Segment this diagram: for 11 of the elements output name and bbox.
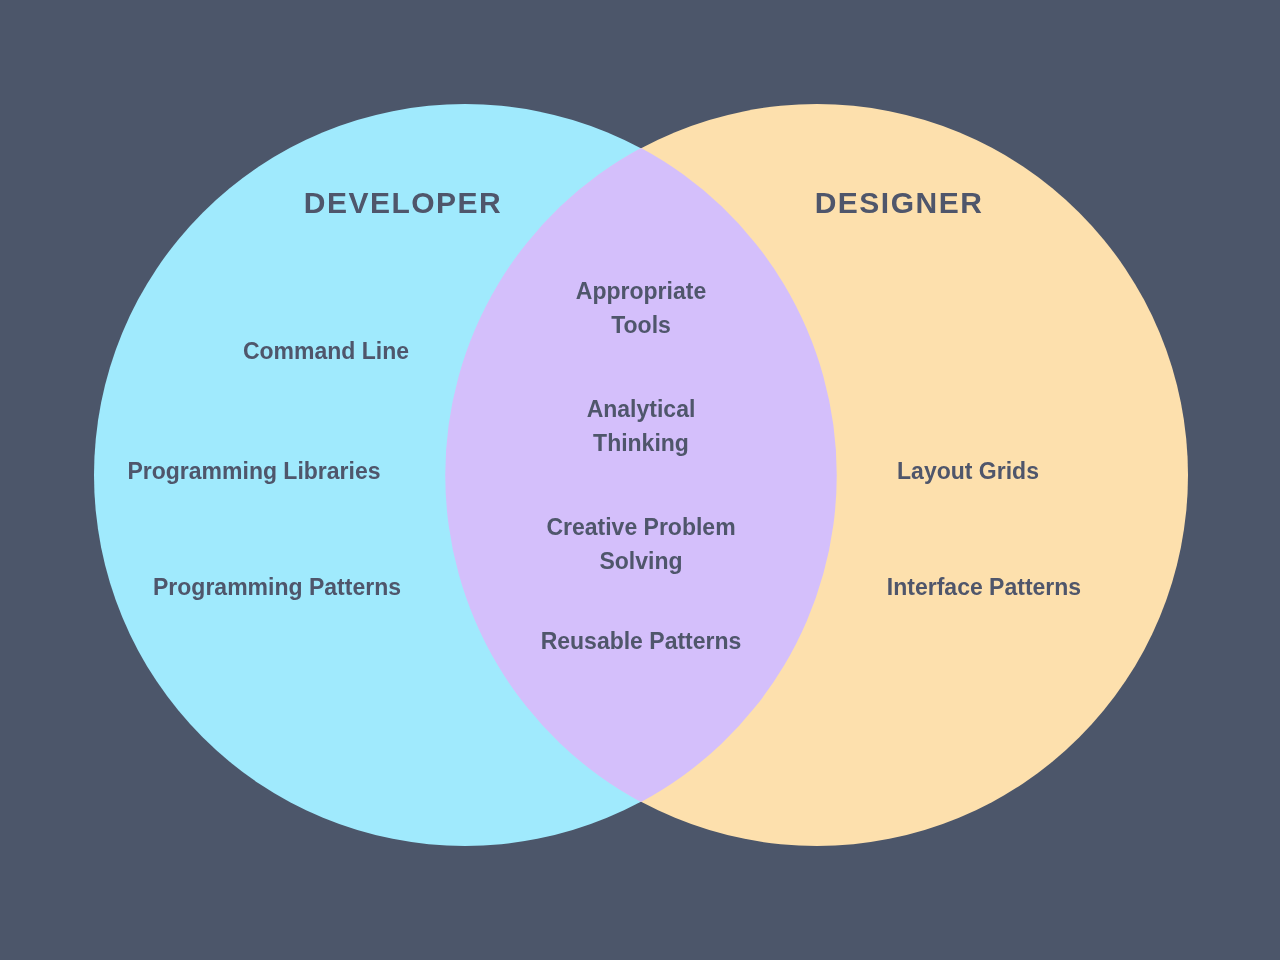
set-item: Reusable Patterns [540,627,742,656]
set-item: Command Line [242,337,410,366]
set-item: Layout Grids [897,457,1039,486]
set-item: Analytical Thinking [585,395,697,458]
set-item: Creative Problem Solving [545,513,737,576]
set-title: DESIGNER [814,186,984,220]
set-item: Appropriate Tools [574,277,708,340]
set-item: Programming Patterns [153,573,401,602]
set-item: Interface Patterns [886,573,1082,602]
set-title: DEVELOPER [303,186,503,220]
set-item: Programming Libraries [127,457,381,486]
